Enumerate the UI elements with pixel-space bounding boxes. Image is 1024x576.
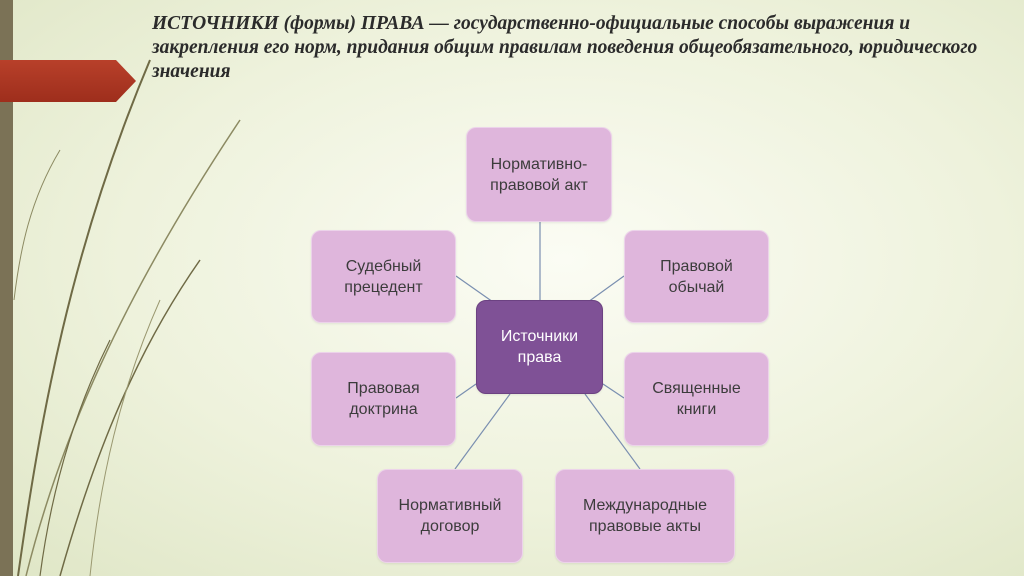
connector-upper-left <box>455 275 494 303</box>
node-legal-custom: Правовой обычай <box>624 230 769 323</box>
node-center-sources-of-law: Источники права <box>476 300 603 394</box>
slide-title-rest: — государственно-официальные способы выр… <box>152 13 978 82</box>
center-label: Источники права <box>500 328 579 366</box>
red-arrow-accent <box>0 60 136 102</box>
node-label: Священные книги <box>652 380 741 418</box>
connector-bottom-left <box>454 393 511 470</box>
connector-lower-left <box>455 383 477 399</box>
node-label: Нормативный договор <box>398 497 502 535</box>
slide-title: ИСТОЧНИКИ (формы) ПРАВА — государственно… <box>152 12 1002 84</box>
connector-lower-right <box>602 383 625 399</box>
node-label: Правовой обычай <box>660 257 733 296</box>
node-label: Судебный прецедент <box>344 257 423 296</box>
connector-upper-right <box>587 275 625 303</box>
left-decorative-strip <box>0 0 13 576</box>
node-label: Нормативно- правовой акт <box>490 155 588 194</box>
node-label: Правовая доктрина <box>347 380 420 418</box>
node-judicial-precedent: Судебный прецедент <box>311 230 456 323</box>
node-sacred-books: Священные книги <box>624 352 769 446</box>
node-normative-agreement: Нормативный договор <box>377 469 523 563</box>
slide-title-heading: ИСТОЧНИКИ (формы) ПРАВА <box>152 13 425 34</box>
node-international-legal-acts: Международные правовые акты <box>555 469 735 563</box>
connector-bottom-right <box>584 393 641 470</box>
node-legal-doctrine: Правовая доктрина <box>311 352 456 446</box>
node-label: Международные правовые акты <box>582 497 707 535</box>
node-normative-legal-act: Нормативно- правовой акт <box>466 127 612 222</box>
